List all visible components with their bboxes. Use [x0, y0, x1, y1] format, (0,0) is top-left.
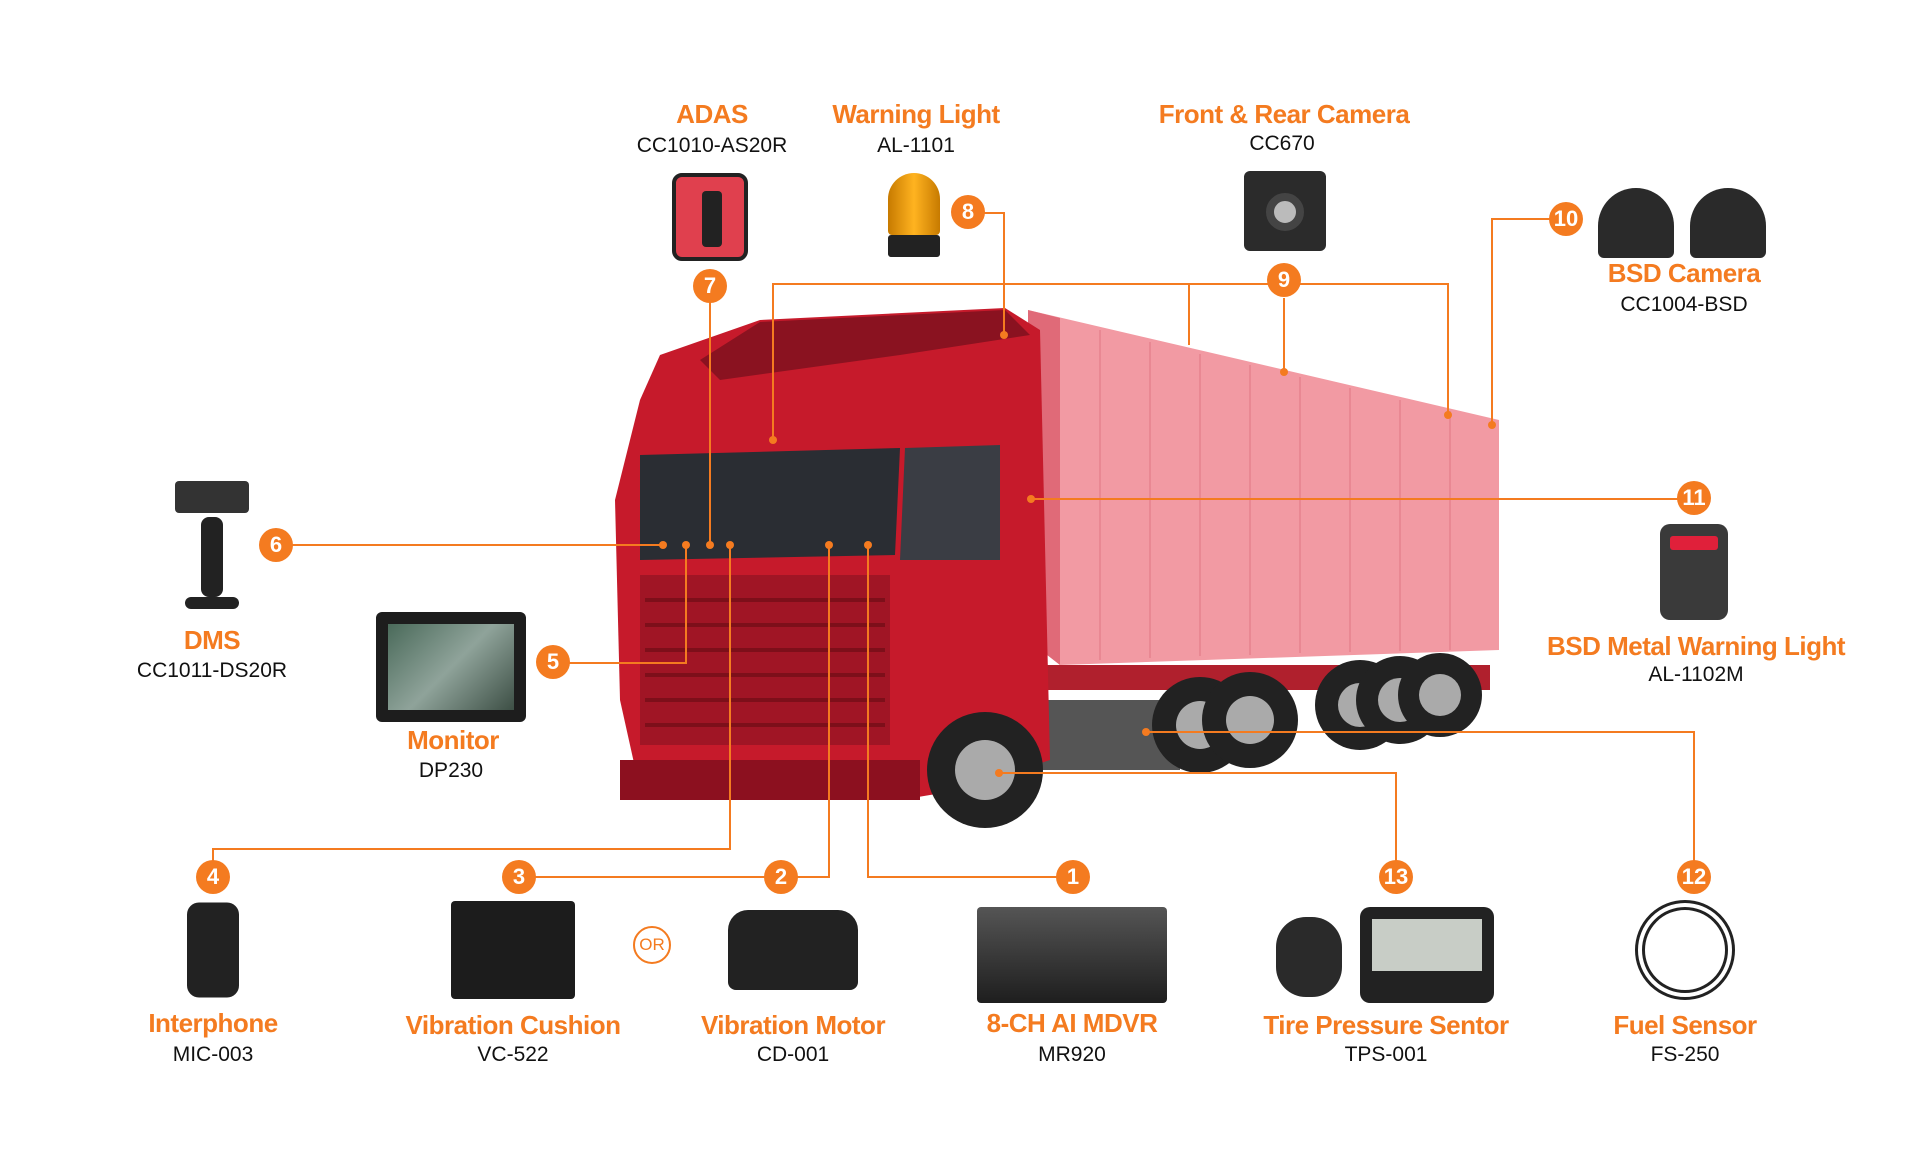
- item-title: ADAS: [676, 99, 748, 129]
- connector-lines: [212, 212, 1695, 878]
- item-title: BSD Camera: [1607, 258, 1761, 288]
- badge-4: 4: [196, 860, 230, 894]
- warning-speaker-icon: [1660, 524, 1728, 620]
- item-model: CC1010-AS20R: [636, 134, 788, 157]
- tpms-icon: [1276, 907, 1496, 1003]
- item-model: CC1004-BSD: [1620, 293, 1748, 316]
- rear-camera-icon: [1244, 171, 1326, 251]
- monitor-icon: [376, 612, 526, 722]
- item-model: CC670: [1249, 132, 1315, 155]
- item-model: CC1011-DS20R: [136, 659, 288, 682]
- item-model: DP230: [418, 759, 484, 782]
- item-model: MR920: [1038, 1043, 1106, 1066]
- item-title: 8-CH AI MDVR: [986, 1008, 1158, 1038]
- item-model: MIC-003: [172, 1043, 254, 1066]
- item-title: Interphone: [148, 1008, 278, 1038]
- mdvr-icon: [977, 907, 1167, 1003]
- item-title: Tire Pressure Sentor: [1263, 1010, 1509, 1040]
- truck-wheels: [927, 653, 1482, 828]
- item-model: TPS-001: [1344, 1043, 1428, 1066]
- item-title: DMS: [183, 625, 241, 655]
- badge-2: 2: [764, 860, 798, 894]
- badge-12: 12: [1677, 860, 1711, 894]
- badge-9: 9: [1267, 263, 1301, 297]
- badge-5: 5: [536, 645, 570, 679]
- adas-camera-icon: [672, 173, 748, 261]
- badge-7: 7: [693, 269, 727, 303]
- bsd-camera-icon: [1690, 188, 1766, 258]
- bsd-camera-icon: [1598, 188, 1674, 258]
- vibration-cushion-icon: [451, 901, 575, 999]
- badge-13: 13: [1379, 860, 1413, 894]
- item-model: AL-1101: [877, 134, 955, 157]
- badge-6: 6: [259, 528, 293, 562]
- badge-3: 3: [502, 860, 536, 894]
- item-title: Vibration Motor: [700, 1010, 886, 1040]
- item-model: FS-250: [1650, 1043, 1720, 1066]
- item-title: BSD Metal Warning Light: [1546, 631, 1846, 661]
- fuel-sensor-icon: [1635, 900, 1735, 1000]
- item-title: Vibration Cushion: [405, 1010, 621, 1040]
- item-title: Warning Light: [832, 99, 1000, 129]
- badge-1: 1: [1056, 860, 1090, 894]
- item-model: AL-1102M: [1648, 663, 1744, 686]
- item-title: Monitor: [407, 725, 499, 755]
- badge-10: 10: [1549, 202, 1583, 236]
- dms-camera-icon: [175, 481, 249, 621]
- beacon-light-icon: [888, 173, 940, 265]
- item-title: Front & Rear Camera: [1158, 99, 1410, 129]
- item-model: VC-522: [477, 1043, 549, 1066]
- item-model: CD-001: [756, 1043, 830, 1066]
- vibration-motor-icon: [728, 910, 858, 990]
- microphone-icon: [187, 902, 239, 998]
- badge-8: 8: [951, 195, 985, 229]
- connection-dots: [659, 331, 1496, 777]
- badge-11: 11: [1677, 481, 1711, 515]
- item-title: Fuel Sensor: [1613, 1010, 1757, 1040]
- or-label: OR: [633, 926, 671, 964]
